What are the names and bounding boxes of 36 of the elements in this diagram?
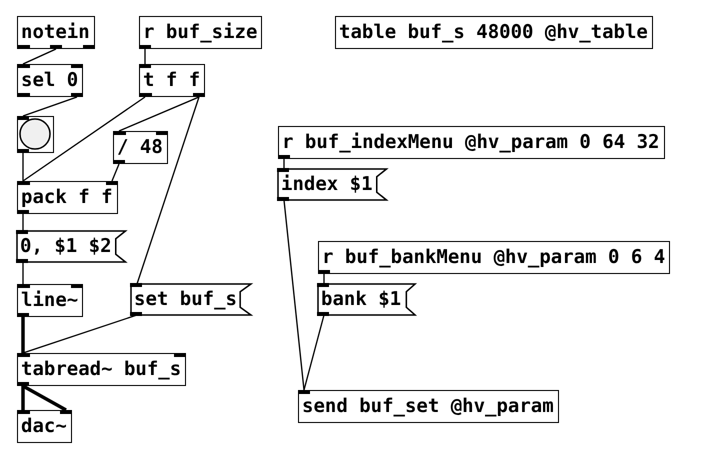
message-box: bank $1 bbox=[318, 284, 416, 315]
signal-cable bbox=[21, 386, 25, 410]
object-box: table buf_s 48000 @hv_table bbox=[335, 16, 653, 49]
control-cable bbox=[111, 164, 120, 182]
control-cable bbox=[323, 274, 325, 284]
signal-cable bbox=[21, 317, 25, 353]
control-cable bbox=[118, 96, 200, 132]
message-box: 0, $1 $2 bbox=[17, 231, 126, 262]
object-box: t f f bbox=[139, 64, 206, 97]
control-cable bbox=[22, 262, 24, 284]
object-box: r buf_indexMenu @hv_param 0 64 32 bbox=[278, 126, 664, 159]
control-cable bbox=[283, 200, 305, 390]
control-cable bbox=[136, 96, 200, 284]
control-cable bbox=[22, 153, 24, 181]
object-box: pack f f bbox=[17, 181, 118, 214]
control-cable bbox=[283, 159, 285, 169]
control-cable bbox=[22, 314, 138, 354]
control-cable bbox=[303, 314, 325, 390]
object-box: / 48 bbox=[113, 131, 168, 164]
object-box: sel 0 bbox=[17, 64, 84, 97]
object-box: notein bbox=[17, 16, 95, 49]
object-box: send buf_set @hv_param bbox=[298, 390, 559, 423]
control-cable bbox=[22, 96, 146, 182]
object-box: dac~ bbox=[17, 410, 72, 443]
signal-cable bbox=[22, 384, 67, 412]
control-cable bbox=[144, 49, 146, 64]
bang-button bbox=[17, 116, 54, 153]
object-box: r buf_bankMenu @hv_param 0 6 4 bbox=[318, 241, 670, 274]
object-box: tabread~ buf_s bbox=[17, 353, 186, 386]
object-box: line~ bbox=[17, 284, 84, 317]
message-box: set buf_s bbox=[131, 284, 251, 315]
control-cable bbox=[22, 214, 24, 231]
object-box: r buf_size bbox=[139, 16, 262, 49]
control-cable bbox=[22, 48, 56, 65]
control-cable bbox=[22, 96, 78, 117]
message-box: index $1 bbox=[278, 169, 387, 200]
